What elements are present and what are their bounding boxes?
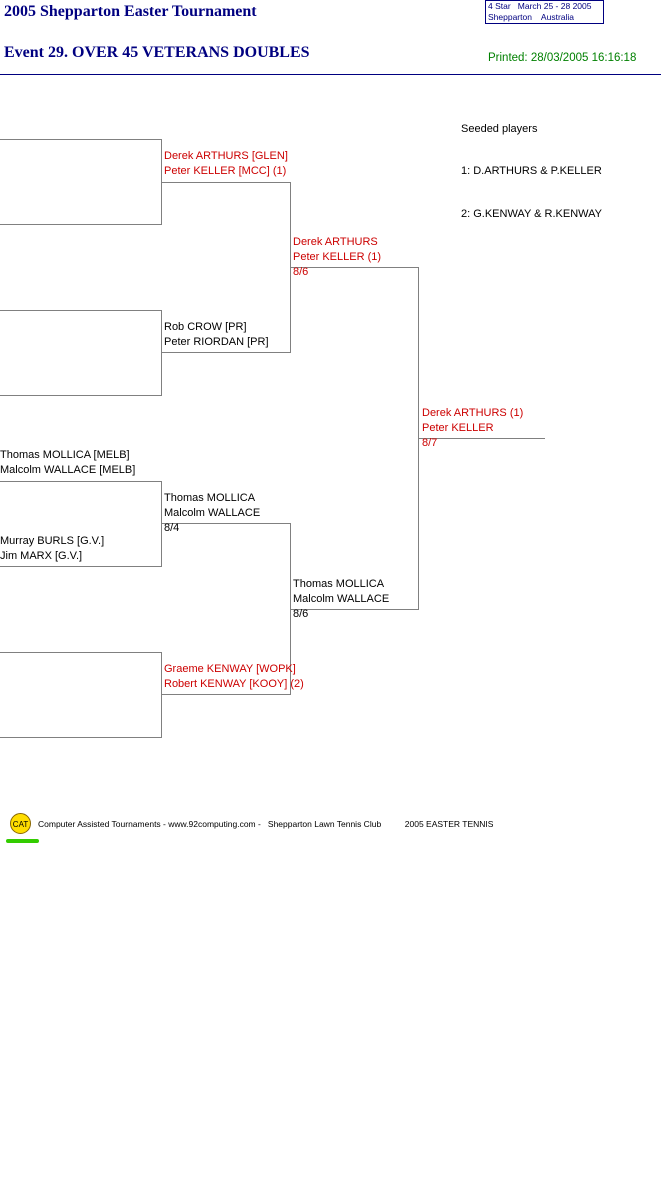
- r1-line: [0, 310, 162, 311]
- winner-player1: Derek ARTHURS (1): [422, 407, 524, 419]
- r1-team-4-player2: Jim MARX [G.V.]: [0, 550, 83, 562]
- seed-1: 1: D.ARTHURS & P.KELLER: [461, 165, 602, 177]
- r1-line: [0, 566, 162, 567]
- r3-line: [291, 267, 419, 268]
- footer-credits: Computer Assisted Tournaments - www.92co…: [38, 819, 494, 829]
- r2-line: [162, 182, 291, 183]
- r2-line: [162, 352, 291, 353]
- r1-line: [0, 481, 162, 482]
- r1-team-4-player1: Murray BURLS [G.V.]: [0, 535, 105, 547]
- tournament-info-line2: Shepparton Australia: [488, 12, 575, 22]
- final-line: [419, 438, 545, 439]
- r1-connector: [161, 139, 162, 225]
- printed-timestamp: Printed: 28/03/2005 16:16:18: [488, 52, 637, 64]
- cat-logo: CAT: [10, 813, 31, 834]
- r3-connector: [418, 267, 419, 610]
- r2-team-3-score: 8/4: [164, 522, 180, 534]
- r1-connector: [161, 652, 162, 738]
- winner-player2: Peter KELLER: [422, 422, 494, 434]
- r3-team-2-player1: Thomas MOLLICA: [293, 578, 385, 590]
- event-title: Event 29. OVER 45 VETERANS DOUBLES: [4, 44, 310, 61]
- r1-line: [0, 139, 162, 140]
- r3-team-1: Derek ARTHURS Peter KELLER (1) 8/6: [293, 235, 381, 280]
- r1-connector: [161, 310, 162, 396]
- r3-team-1-player1: Derek ARTHURS: [293, 236, 378, 248]
- tournament-info-line1: 4 Star March 25 - 28 2005: [488, 1, 592, 11]
- r2-team-1-player1: Derek ARTHURS [GLEN]: [164, 150, 288, 162]
- r2-team-2-player2: Peter RIORDAN [PR]: [164, 336, 269, 348]
- r1-team-3-player2: Malcolm WALLACE [MELB]: [0, 464, 136, 476]
- r2-team-1-player2: Peter KELLER [MCC] (1): [164, 165, 287, 177]
- r2-connector: [290, 182, 291, 353]
- r1-line: [0, 395, 162, 396]
- r2-team-3: Thomas MOLLICA Malcolm WALLACE 8/4: [164, 491, 260, 536]
- r2-team-2-player1: Rob CROW [PR]: [164, 321, 247, 333]
- r1-line: [0, 652, 162, 653]
- r2-team-2: Rob CROW [PR] Peter RIORDAN [PR]: [164, 320, 269, 350]
- r1-line: [0, 224, 162, 225]
- seeded-heading: Seeded players: [461, 123, 538, 135]
- r2-line: [162, 694, 291, 695]
- r1-team-3-player1: Thomas MOLLICA [MELB]: [0, 449, 130, 461]
- r2-line: [162, 523, 291, 524]
- seed-2: 2: G.KENWAY & R.KENWAY: [461, 208, 602, 220]
- r3-line: [291, 609, 419, 610]
- r1-line: [0, 737, 162, 738]
- r2-team-4-player2: Robert KENWAY [KOOY] (2): [164, 678, 304, 690]
- header-divider: [0, 74, 661, 75]
- r3-team-1-score: 8/6: [293, 266, 309, 278]
- tournament-info-box: 4 Star March 25 - 28 2005 Shepparton Aus…: [485, 0, 604, 24]
- r2-team-4-player1: Graeme KENWAY [WOPK]: [164, 663, 296, 675]
- r3-team-1-player2: Peter KELLER (1): [293, 251, 382, 263]
- winner: Derek ARTHURS (1) Peter KELLER 8/7: [422, 406, 523, 451]
- winner-score: 8/7: [422, 437, 438, 449]
- r3-team-2-player2: Malcolm WALLACE: [293, 593, 390, 605]
- r2-team-1: Derek ARTHURS [GLEN] Peter KELLER [MCC] …: [164, 149, 288, 179]
- r2-team-3-player1: Thomas MOLLICA: [164, 492, 256, 504]
- r2-connector: [290, 523, 291, 695]
- r2-team-3-player2: Malcolm WALLACE: [164, 507, 261, 519]
- r3-team-2-score: 8/6: [293, 608, 309, 620]
- r2-team-4: Graeme KENWAY [WOPK] Robert KENWAY [KOOY…: [164, 662, 304, 692]
- r1-team-3: Thomas MOLLICA [MELB] Malcolm WALLACE [M…: [0, 448, 135, 478]
- cat-logo-underline: [6, 839, 39, 843]
- r1-connector: [161, 481, 162, 567]
- r3-team-2: Thomas MOLLICA Malcolm WALLACE 8/6: [293, 577, 389, 622]
- r1-team-4: Murray BURLS [G.V.] Jim MARX [G.V.]: [0, 534, 104, 564]
- tournament-title: 2005 Shepparton Easter Tournament: [4, 3, 257, 20]
